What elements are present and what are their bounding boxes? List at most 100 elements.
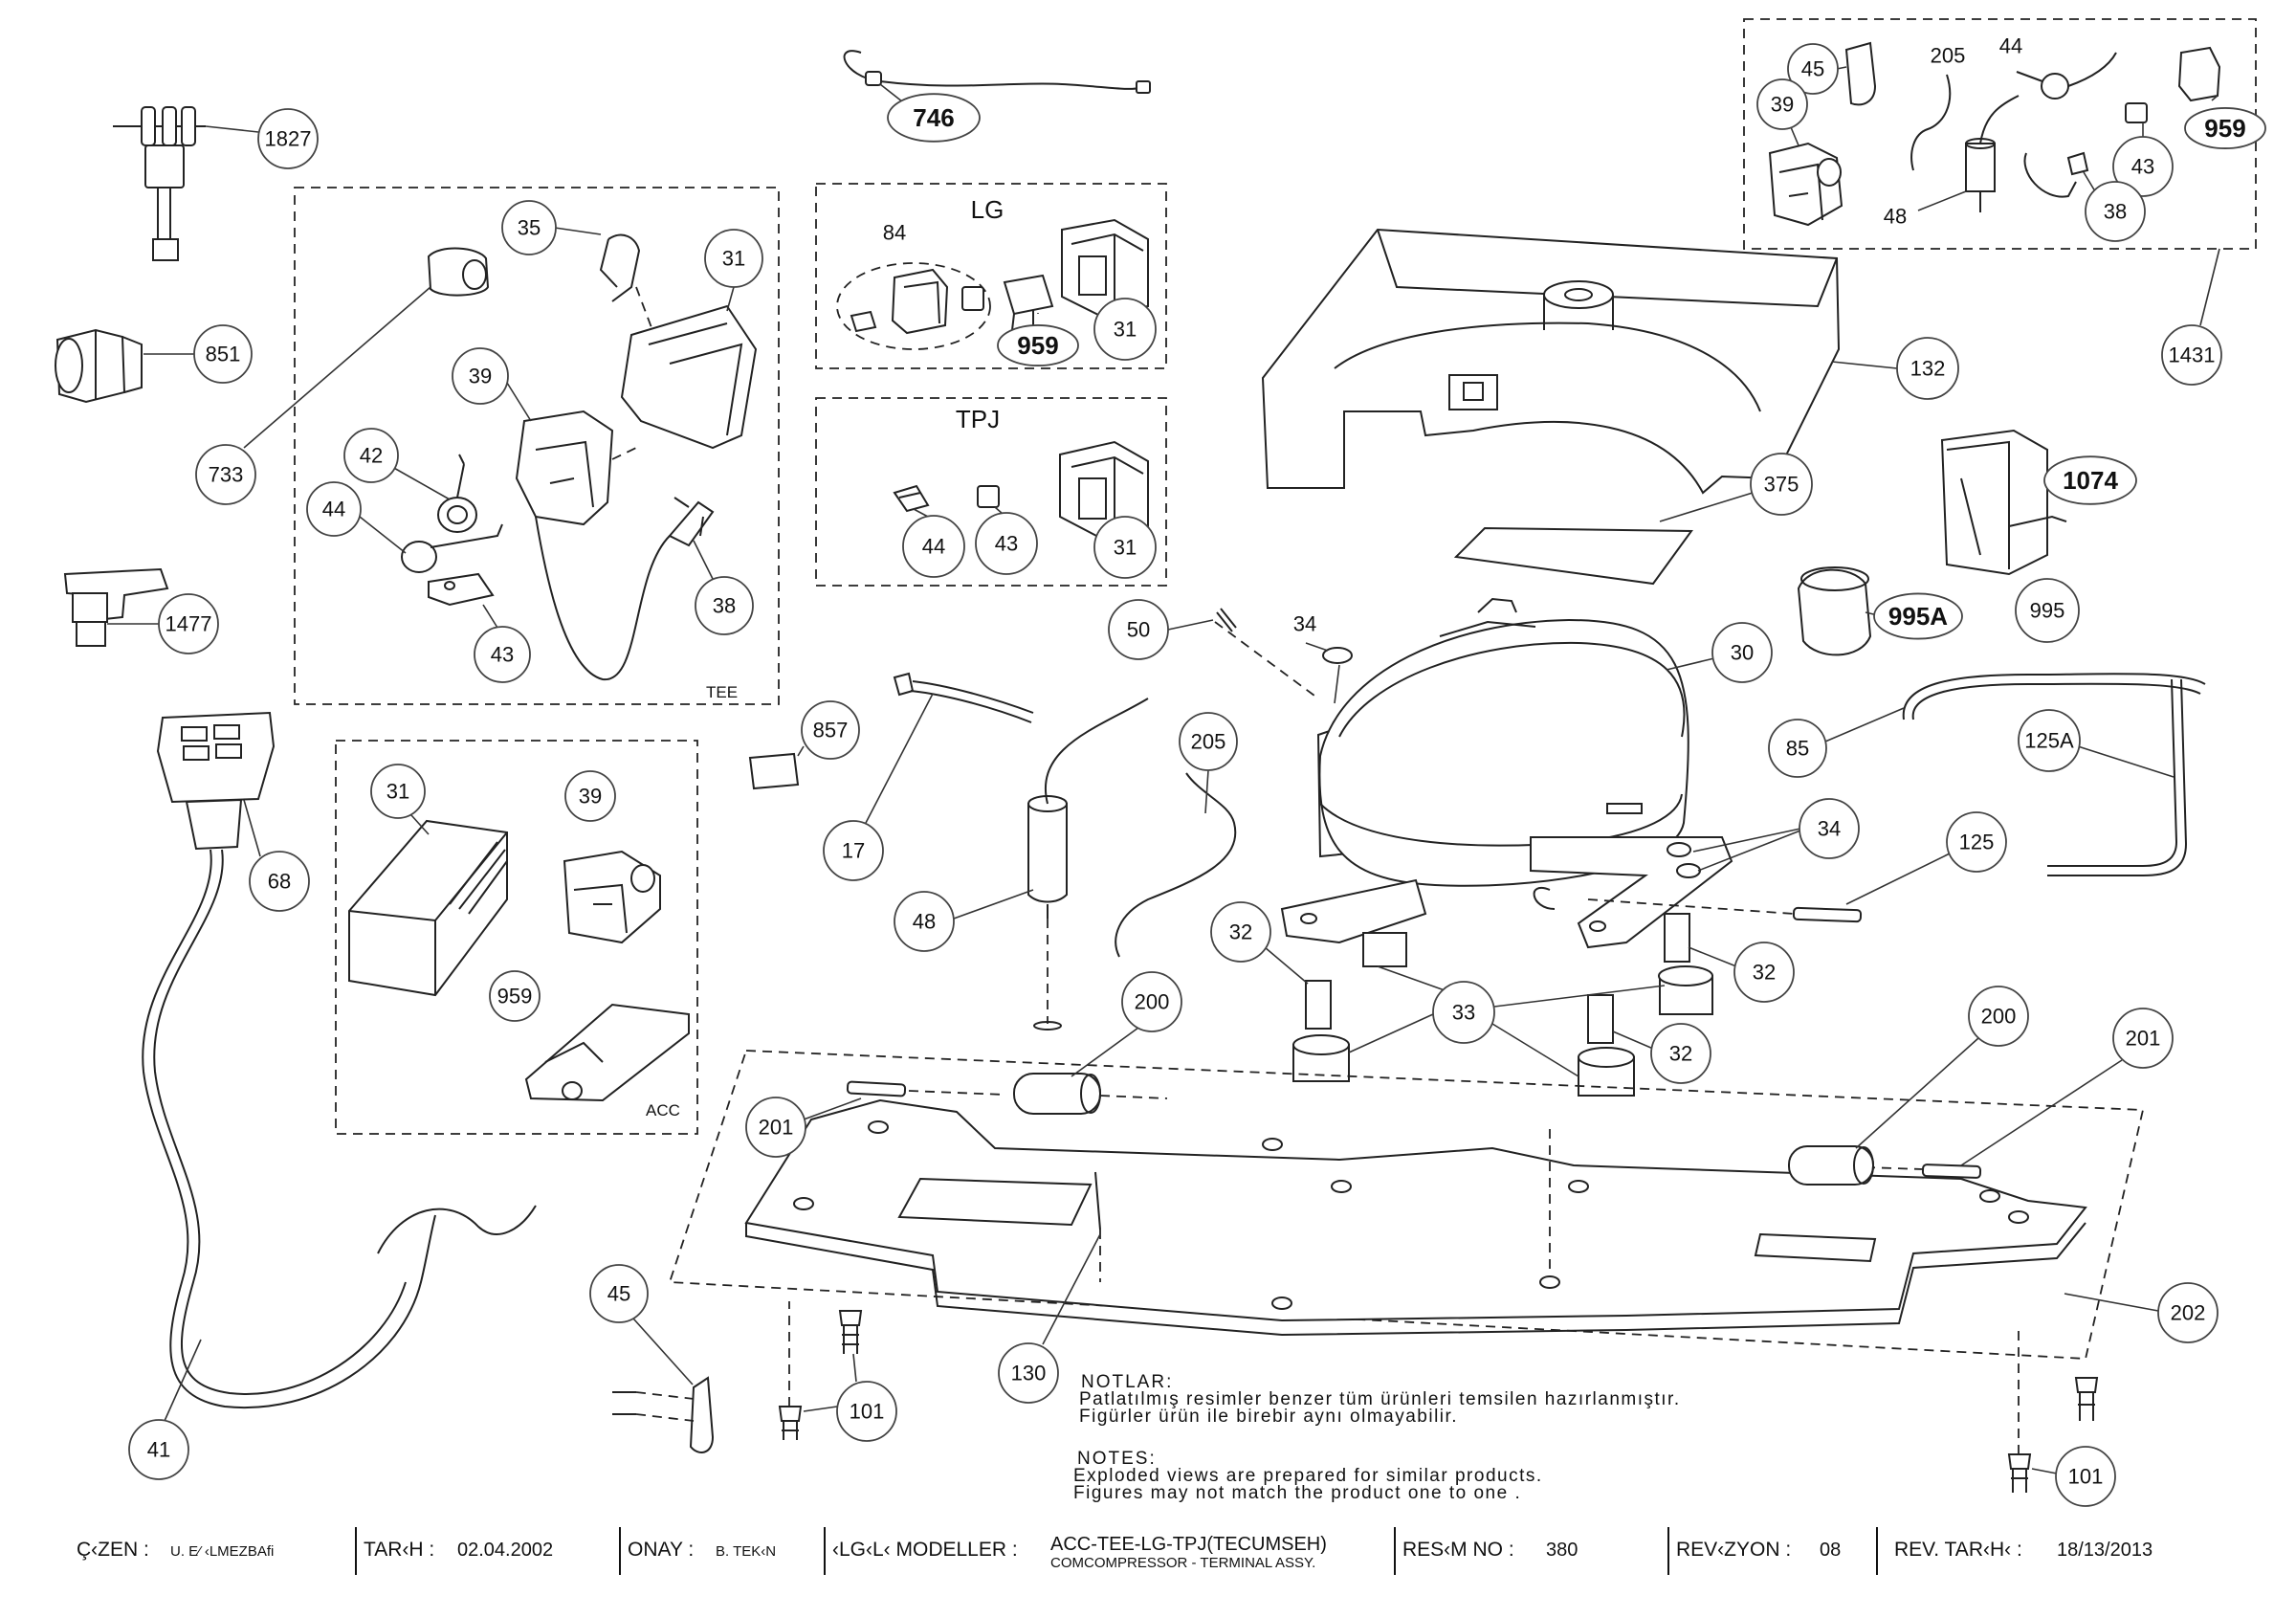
callout-circle [894, 891, 955, 952]
callout-circle [745, 1097, 806, 1158]
callout-circle [1787, 43, 1839, 95]
callout-label: 39 [579, 785, 602, 809]
callout-circle [1432, 981, 1495, 1044]
callout-200: 200 [1968, 986, 2029, 1047]
callout-label: 851 [206, 343, 241, 366]
callout-label: 30 [1731, 641, 1754, 665]
callout-circle [823, 820, 884, 881]
callout-circle [1093, 298, 1157, 361]
acc-box-tag: ACC [646, 1101, 680, 1119]
callout-label: 39 [1771, 93, 1794, 117]
callout-circle [1121, 971, 1182, 1032]
callout-1431: 1431 [2161, 324, 2222, 386]
callout-746: 746 [887, 93, 981, 143]
callout-label: 42 [360, 444, 383, 468]
callout-32: 32 [1210, 901, 1271, 963]
callout-circle [2018, 709, 2081, 772]
part-857-drawing [748, 745, 805, 790]
callout-50: 50 [1108, 599, 1169, 660]
callout-44: 44 [1999, 34, 2022, 58]
tpj-variant-box: TPJ [815, 397, 1167, 587]
callout-200: 200 [1121, 971, 1182, 1032]
callout-label: 85 [1786, 737, 1809, 761]
callout-circle [997, 324, 1079, 366]
callout-44: 44 [306, 481, 362, 537]
callout-132: 132 [1896, 337, 1959, 400]
callout-label: 35 [518, 216, 541, 240]
part-125A-tube-drawing [2047, 678, 2188, 876]
acc-variant-box: ACC [335, 740, 698, 1135]
callout-733: 733 [195, 444, 256, 505]
tb-models-sub: COMCOMPRESSOR - TERMINAL ASSY. [1050, 1555, 1315, 1571]
callout-label: 50 [1127, 618, 1150, 642]
lg-box-parts-drawing [850, 218, 1149, 335]
notes-en-heading: NOTES: [1077, 1449, 1157, 1469]
callout-label: 48 [1884, 205, 1907, 229]
callout-circle [2184, 107, 2266, 149]
callout-label: 48 [913, 910, 936, 934]
callout-label: 39 [469, 365, 492, 388]
callout-circle [249, 851, 310, 912]
tpj-box-title: TPJ [956, 405, 1000, 433]
callout-201: 201 [2112, 1008, 2174, 1069]
part-851-drawing [55, 328, 194, 404]
callout-959: 959 [489, 970, 541, 1022]
callout-34: 34 [1293, 612, 1316, 636]
callout-201: 201 [745, 1097, 806, 1158]
callout-851: 851 [193, 324, 253, 384]
callout-label: 32 [1753, 961, 1776, 985]
tee-box-tag: TEE [706, 683, 738, 701]
callout-label: 205 [1931, 44, 1966, 68]
callout-circle [2157, 1282, 2219, 1343]
callout-circle [195, 444, 256, 505]
tee-box-parts-drawing [243, 227, 758, 681]
lg-box-title: LG [971, 195, 1004, 224]
tb-tarih-value: 02.04.2002 [457, 1540, 553, 1561]
callout-84: 84 [883, 221, 906, 245]
tb-models-label: ‹LG‹L‹ MODELLER : [832, 1539, 1018, 1561]
callout-circle [257, 108, 319, 169]
callout-label: 201 [2126, 1027, 2161, 1051]
callout-38: 38 [695, 576, 754, 635]
tb-models-value: ACC-TEE-LG-TPJ(TECUMSEH) [1050, 1534, 1327, 1555]
callout-circle [1750, 453, 1813, 516]
callout-label: 746 [913, 103, 954, 132]
callout-label: 43 [2131, 155, 2154, 179]
callout-959: 959 [2184, 107, 2266, 149]
callout-34: 34 [1799, 798, 1860, 859]
lg-variant-box: LG [815, 183, 1167, 369]
base-plate-202 [668, 1050, 2159, 1360]
callout-circle [158, 593, 219, 654]
callout-circle [2015, 578, 2080, 643]
callout-1827: 1827 [257, 108, 319, 169]
kit-1431-parts-drawing [1768, 41, 2221, 326]
callout-43: 43 [2112, 136, 2174, 197]
callout-circle [887, 93, 981, 143]
callout-label: 857 [813, 719, 849, 743]
callout-label: 17 [842, 839, 865, 863]
callout-43: 43 [975, 512, 1038, 575]
part-995A-drawing [1797, 566, 1883, 656]
callout-circle [306, 481, 362, 537]
callout-31: 31 [1093, 516, 1157, 579]
callout-35: 35 [501, 200, 557, 255]
callout-label: 959 [1017, 331, 1058, 360]
callout-label: 41 [147, 1438, 170, 1462]
callout-label: 200 [1135, 990, 1170, 1014]
callout-label: 1827 [265, 127, 312, 151]
title-block: Ç‹ZEN : U. E⁄ ‹LMEZBAfi TAR‹H : 02.04.20… [77, 1527, 2152, 1575]
callout-label: 38 [2104, 200, 2127, 224]
callout-circle [902, 515, 965, 578]
part-1827-drawing [113, 106, 259, 261]
callout-48: 48 [1884, 205, 1907, 229]
part-48-capacitor-drawing [953, 698, 1149, 1031]
callout-label: 32 [1669, 1042, 1692, 1066]
callout-label: 34 [1293, 612, 1316, 636]
callout-32: 32 [1733, 942, 1795, 1003]
callout-label: 32 [1229, 920, 1252, 944]
part-205-wire-drawing [1115, 769, 1237, 958]
notes-tr-line2: Figürler ürün ile birebir aynı olmayabil… [1079, 1407, 1458, 1427]
callout-circle [474, 626, 531, 683]
tb-revtarih-value: 18/13/2013 [2057, 1540, 2152, 1561]
